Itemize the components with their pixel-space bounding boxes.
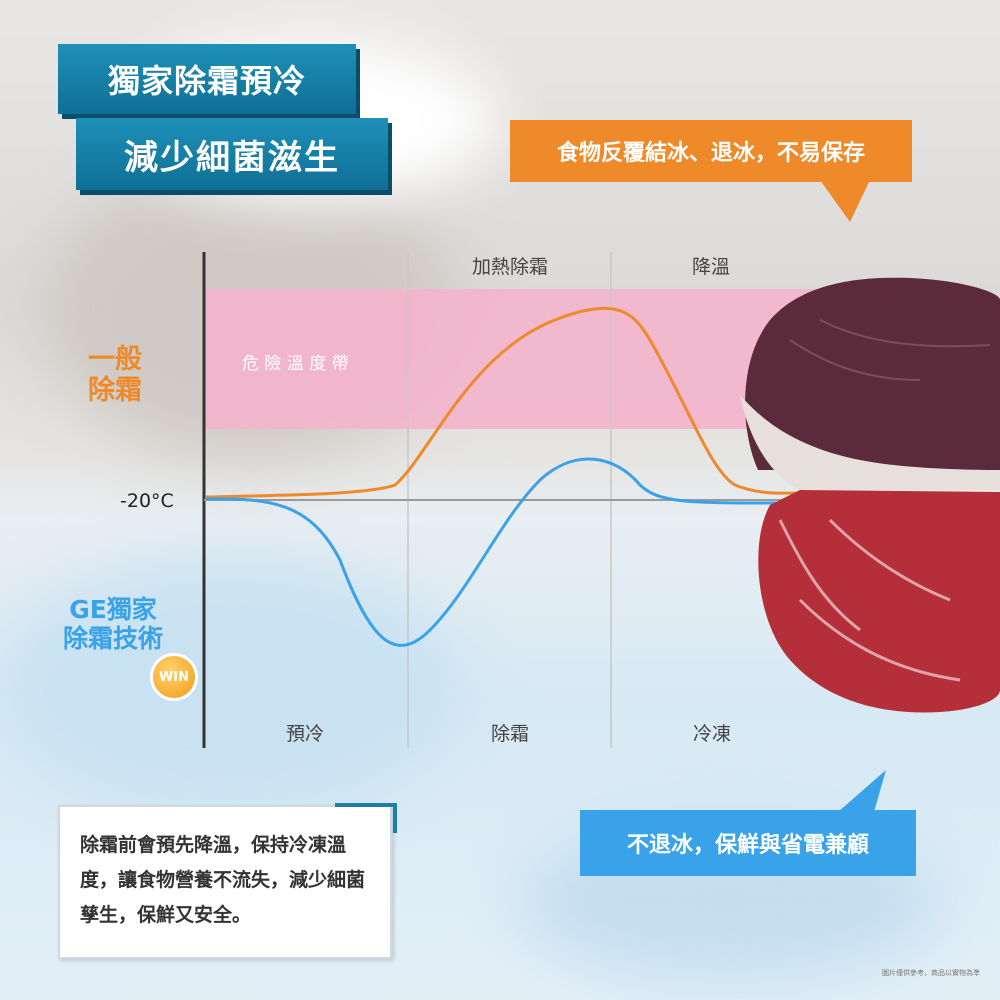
bubble-top-tail: [820, 180, 870, 222]
bubble-bottom: 不退冰，保鮮與省電兼顧: [580, 810, 916, 876]
footnote: 圖片僅供參考，商品以實物為準: [882, 969, 980, 977]
title-line-1: 獨家除霜預冷: [58, 44, 356, 114]
section-bottom-2: 除霜: [491, 723, 529, 745]
temperature-label: -20°C: [120, 490, 174, 512]
label-ge-defrost: GE獨家 除霜技術: [62, 595, 163, 653]
info-text: 除霜前會預先降溫，保持冷凍溫度，讓食物營養不流失，減少細菌孳生，保鮮又安全。: [80, 834, 366, 926]
label-general-defrost: 一般 除霜: [88, 344, 142, 407]
bubble-top: 食物反覆結冰、退冰，不易保存: [510, 120, 912, 182]
ge-defrost-curve: [205, 457, 801, 647]
title-line-2: 減少細菌滋生: [76, 118, 388, 190]
general-defrost-curve: [205, 306, 801, 499]
section-bottom-1: 預冷: [286, 723, 324, 745]
danger-zone-band: [204, 289, 824, 429]
section-bottom-3: 冷凍: [693, 723, 731, 745]
bubble-bottom-tail: [838, 770, 886, 812]
danger-zone-label: 危 險 溫 度 帶: [242, 354, 349, 374]
section-top-2: 加熱除霜: [472, 256, 548, 278]
section-top-3: 降溫: [692, 256, 730, 278]
background-blur: [0, 560, 460, 820]
meat-image: [740, 277, 1000, 713]
info-box-corner: [335, 803, 397, 833]
info-box: [58, 805, 392, 959]
win-badge: WIN: [150, 653, 198, 701]
